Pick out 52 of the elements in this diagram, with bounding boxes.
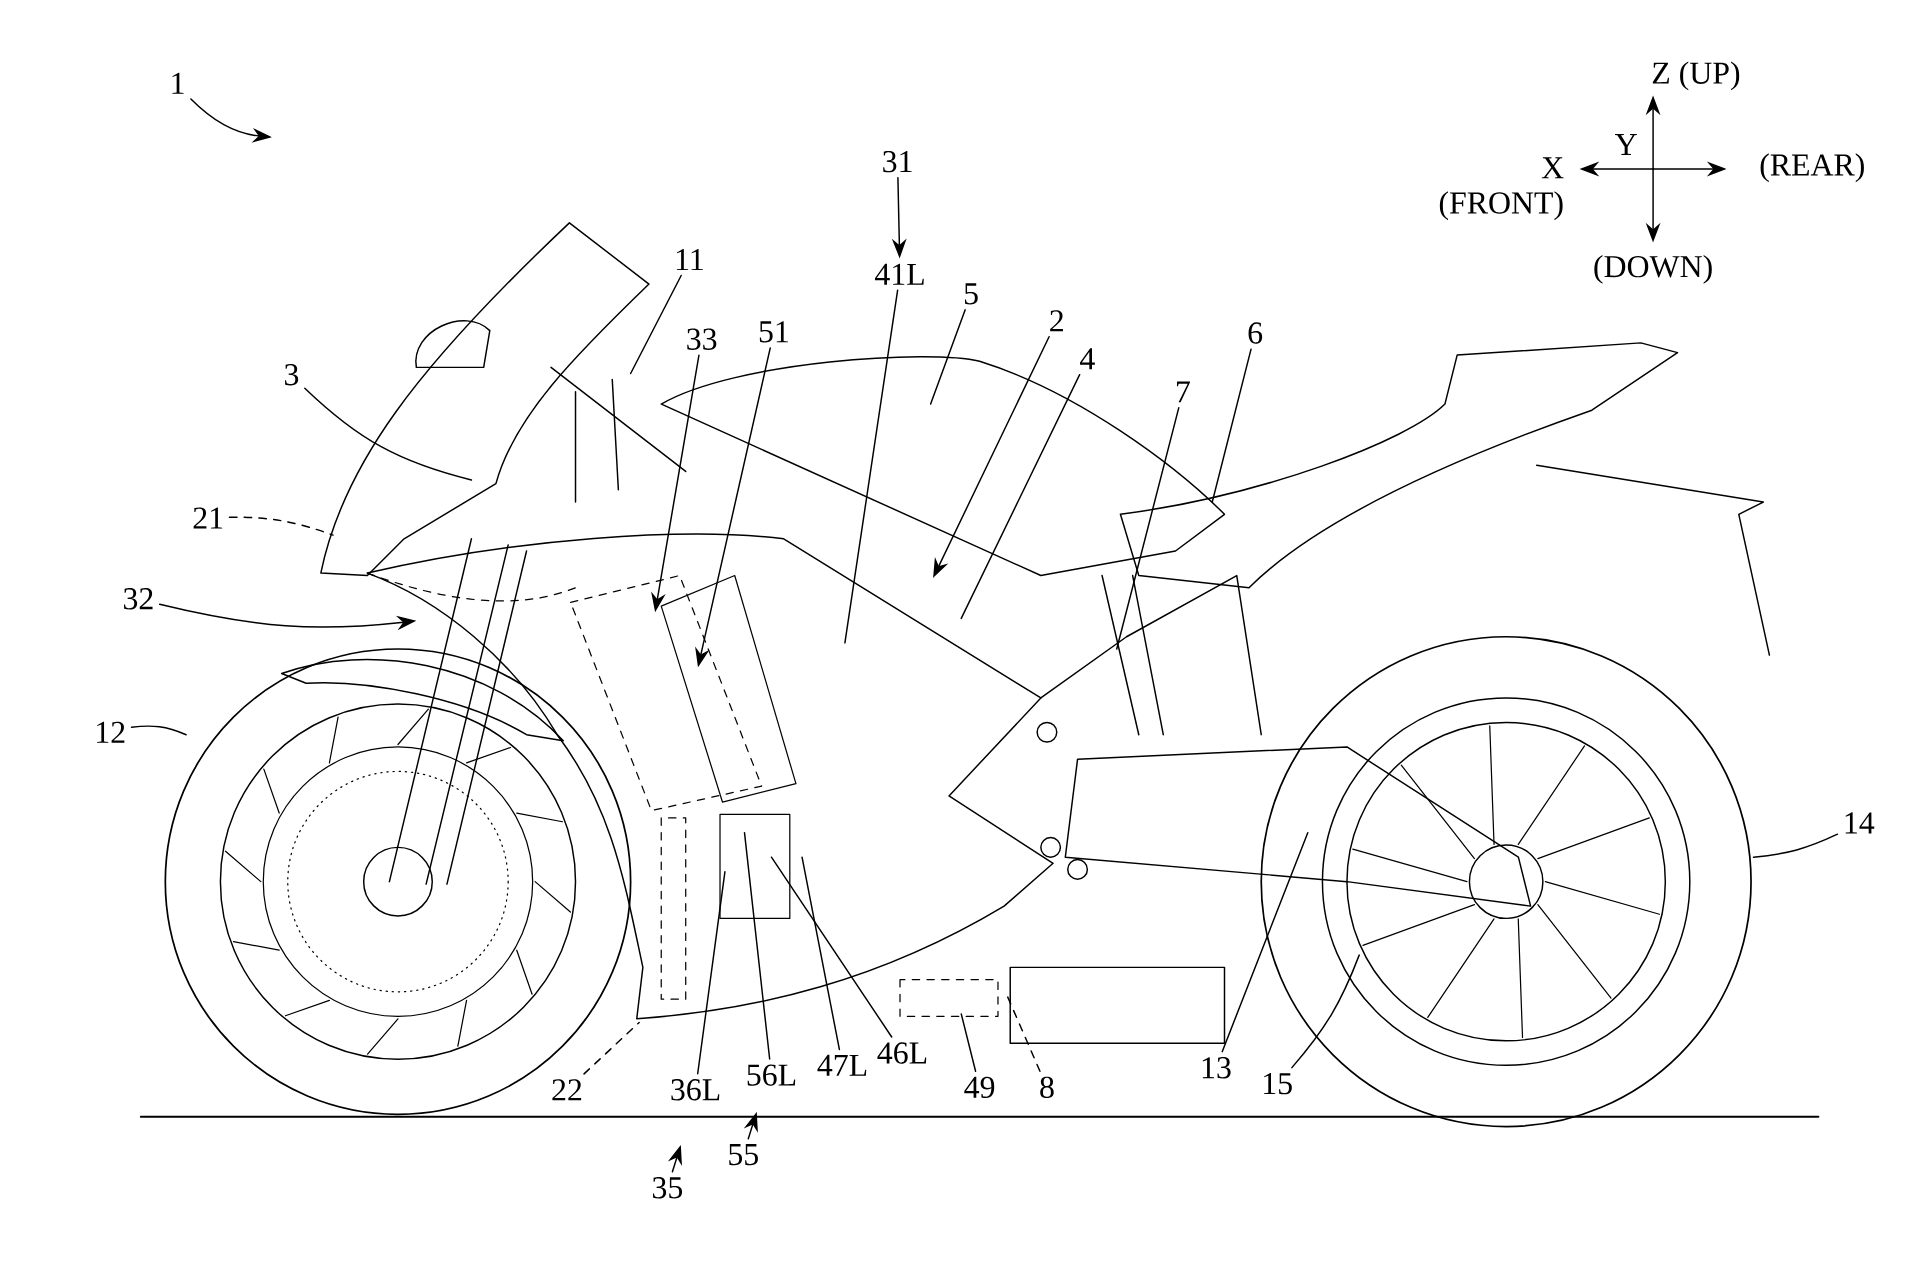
callout-number: 49 (964, 1076, 995, 1099)
leader-line (1116, 407, 1180, 650)
axis-label: (DOWN) (1594, 255, 1712, 284)
leader-line (844, 289, 899, 644)
callout-number: 32 (124, 588, 153, 610)
callout-number: 7 (1177, 381, 1190, 403)
callout-number: 1 (172, 72, 184, 94)
axis-label: (FRONT) (1439, 191, 1563, 221)
leader-line (960, 1013, 977, 1073)
leader-line (1221, 832, 1309, 1053)
callout-number: 8 (1040, 1076, 1054, 1099)
callout-number: 22 (552, 1079, 582, 1101)
axis-label: Y (1615, 134, 1637, 156)
callout-number: 13 (1202, 1057, 1231, 1079)
leader-line (801, 856, 841, 1051)
callout-number: 33 (687, 328, 717, 351)
callout-number: 12 (97, 721, 125, 743)
leader-line (629, 274, 682, 375)
leader-line (1005, 993, 1041, 1073)
axis-label: X (1541, 157, 1564, 179)
callout-number: 5 (964, 283, 978, 305)
leader-line (304, 387, 473, 481)
callout-number: 6 (1248, 322, 1263, 344)
callout-number: 47L (817, 1055, 867, 1076)
leader-line (743, 832, 771, 1060)
leader-line (1211, 348, 1252, 503)
callout-number: 2 (1050, 310, 1063, 332)
leader-line (1752, 833, 1839, 859)
callout-number: 3 (285, 364, 299, 386)
leader-line (583, 1021, 640, 1075)
leader-line (960, 374, 1081, 620)
callout-number: 35 (653, 1177, 683, 1199)
leader-line (770, 856, 893, 1038)
leader-line (1291, 954, 1360, 1069)
callout-number: 14 (1845, 812, 1875, 834)
callout-number: 56L (747, 1064, 796, 1086)
leader-line (228, 516, 334, 537)
leader-line (696, 871, 726, 1075)
callout-number: 4 (1080, 348, 1095, 370)
axis-label: (REAR) (1760, 153, 1864, 183)
callout-number: 15 (1264, 1073, 1292, 1095)
leader-line (929, 309, 966, 406)
callout-number: 46L (877, 1042, 927, 1064)
leader-line (130, 725, 187, 736)
callout-number: 55 (729, 1144, 758, 1166)
callout-number: 36L (671, 1079, 720, 1101)
callout-number: 11 (676, 249, 703, 271)
callout-number: 21 (193, 507, 223, 529)
axis-label: Z (UP) (1652, 61, 1740, 91)
callout-number: 51 (759, 321, 788, 343)
callout-number: 31 (883, 151, 912, 173)
callout-number: 41L (875, 264, 924, 285)
